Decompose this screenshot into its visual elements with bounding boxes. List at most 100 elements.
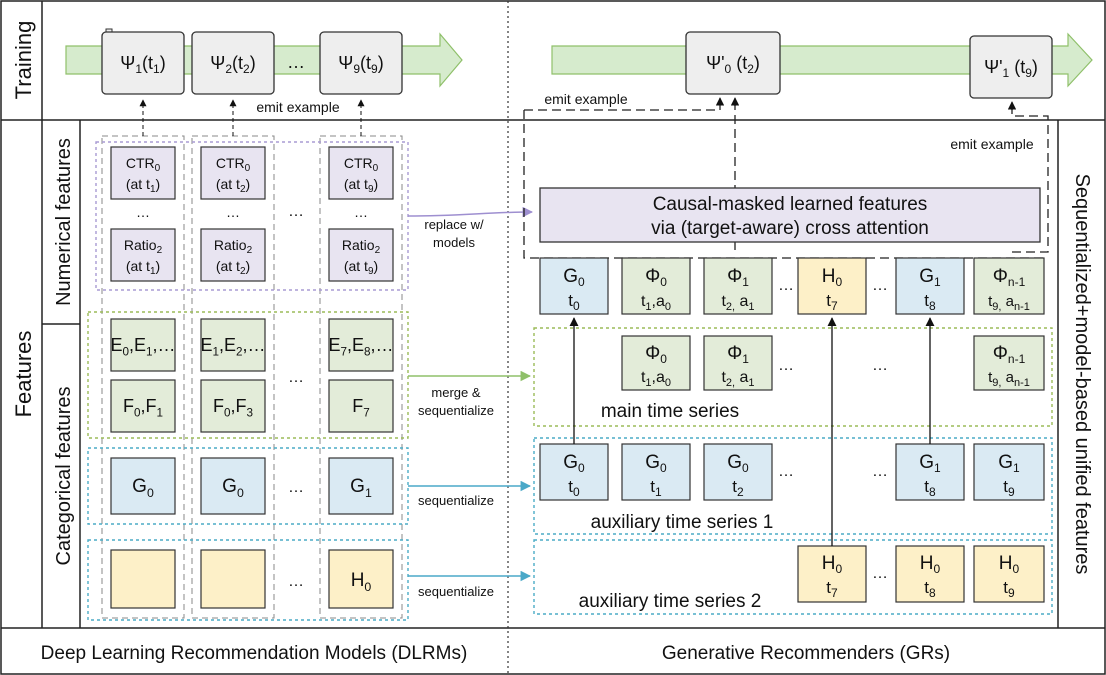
training-label: Training [11, 21, 36, 100]
transform-arrows [407, 206, 534, 582]
main-phi0: Φ0 t1,a0 [621, 335, 691, 391]
svg-text:Ψ1(t1): Ψ1(t1) [120, 53, 165, 76]
svg-text:…: … [872, 277, 888, 294]
svg-text:Ratio2: Ratio2 [214, 237, 253, 256]
right-emit-example-side: emit example [950, 136, 1033, 152]
unified-row: G0 t0 Φ0 t1,a0 Φ1 t2, a1 … H0 t7 … G1 t8… [539, 257, 1045, 315]
e-cell-text-1: E0,E1,… [110, 335, 175, 359]
svg-text:Ψ'1 (t9): Ψ'1 (t9) [984, 57, 1038, 80]
svg-text:Causal-masked learned features: Causal-masked learned features [653, 194, 928, 215]
aux-series-1-outline [533, 437, 1053, 535]
svg-text:t7: t7 [826, 291, 838, 313]
right-emit-example-top: emit example [544, 91, 627, 107]
svg-text:(at t1): (at t1) [126, 176, 160, 195]
aux1-g1-t8: G1 t8 [895, 443, 965, 501]
main-series-row: Φ0 t1,a0 Φ1 t2, a1 … … Φn-1 t9, an-1 [621, 335, 1045, 391]
unified-h0-t7: H0 t7 [797, 257, 867, 315]
aux-series-2-row: H0 t7 … H0 t8 H0 t9 [797, 545, 1045, 603]
unified-g1-t8: G1 t8 [895, 257, 965, 315]
numerical-cells: CTR0 (at t1) … Ratio2 (at t1) CTR0 (at t… [110, 146, 394, 282]
svg-text:t0: t0 [568, 291, 580, 313]
unified-phi0: Φ0 t1,a0 [621, 257, 691, 315]
e-cell-3 [328, 318, 394, 372]
aux1-g1-t9: G1 t9 [973, 443, 1045, 501]
e-cell-text-2: E1,E2,… [200, 335, 265, 359]
g-cell-2 [200, 457, 266, 515]
merge-label-2: sequentialize [418, 403, 494, 418]
gr-caption: Generative Recommenders (GRs) [662, 643, 950, 664]
aux1-g0-t1: G0 t1 [621, 443, 691, 501]
replace-arrow [407, 206, 534, 218]
categorical-h-cells: H0 [110, 549, 394, 609]
h-cell-2 [200, 549, 266, 609]
aux-series-1-label: auxiliary time series 1 [591, 512, 774, 533]
svg-text:Ratio2: Ratio2 [124, 237, 163, 256]
training-box-psi9: Ψ9(t9) [319, 31, 403, 95]
seq-label-1: sequentialize [418, 493, 494, 508]
merge-label-1: merge & [431, 385, 480, 400]
left-emit-example: emit example [256, 99, 339, 115]
g-cell-text-2: G0 [222, 476, 244, 500]
f-cell-text-2: F0,F3 [213, 396, 253, 420]
aux-series-2-label: auxiliary time series 2 [579, 591, 762, 612]
f-cell-text-3: F7 [352, 396, 370, 420]
categorical-features-label: Categorical features [53, 387, 75, 566]
svg-text:t8: t8 [924, 578, 936, 600]
numerical-cell-col9: CTR0 (at t9) … Ratio2 (at t9) [328, 146, 394, 282]
f-cell-2 [200, 379, 266, 433]
svg-text:t9: t9 [1003, 477, 1015, 499]
aux-series-2-outline [533, 539, 1053, 615]
svg-text:…: … [226, 204, 240, 220]
vertical-flow-arrows [569, 317, 935, 546]
training-box-psi2: Ψ2(t2) [191, 31, 275, 95]
h-ellipsis: … [288, 573, 304, 590]
svg-text:…: … [872, 565, 888, 582]
seq-label-2: sequentialize [418, 584, 494, 599]
main-phi1: Φ1 t2, a1 [703, 335, 773, 391]
aux-series-1-row: G0 t0 G0 t1 G0 t2 … … G1 t8 G1 t9 [539, 443, 1045, 501]
training-box-psi1-prime: Ψ'1 (t9) [969, 35, 1053, 99]
svg-text:Ψ9(t9): Ψ9(t9) [338, 53, 383, 76]
unified-features-label: Sequentialized+model-based unified featu… [1071, 174, 1093, 575]
svg-text:(at t1): (at t1) [126, 258, 160, 277]
svg-text:CTR0: CTR0 [344, 155, 379, 174]
main-series-outline [533, 327, 1053, 427]
g-ellipsis: … [288, 479, 304, 496]
svg-text:Ψ'0 (t2): Ψ'0 (t2) [706, 53, 760, 76]
svg-text:t9: t9 [1003, 578, 1015, 600]
svg-text:Ratio2: Ratio2 [342, 237, 381, 256]
svg-text:…: … [778, 463, 794, 480]
f-cell-3 [328, 379, 394, 433]
left-training-boxes: Ψ1(t1) Ψ2(t2) … Ψ9(t9) [101, 28, 403, 95]
replace-label-2: models [433, 235, 475, 250]
svg-text:…: … [872, 463, 888, 480]
training-box-psi0-prime: Ψ'0 (t2) [685, 31, 781, 95]
f-cell-1 [110, 379, 176, 433]
features-label: Features [11, 331, 36, 418]
aux2-h0-t9: H0 t9 [973, 545, 1045, 603]
aux2-h0-t7: H0 t7 [797, 545, 867, 603]
h-cell-3 [328, 549, 394, 609]
right-training-boxes: Ψ'0 (t2) Ψ'1 (t9) [685, 31, 1053, 99]
svg-text:…: … [778, 277, 794, 294]
aux1-g0-t0: G0 t0 [539, 443, 609, 501]
h-cell-1 [110, 549, 176, 609]
numerical-cell-col1: CTR0 (at t1) … Ratio2 (at t1) [110, 146, 176, 282]
svg-text:(at t9): (at t9) [344, 176, 378, 195]
f-cell-text-1: F0,F1 [123, 396, 163, 420]
replace-label-1: replace w/ [424, 217, 484, 232]
categorical-h-group-outline [87, 539, 409, 621]
g-cell-text-3: G1 [350, 476, 372, 500]
svg-text:t0: t0 [568, 477, 580, 499]
g-cell-3 [328, 457, 394, 515]
training-box-psi1: Ψ1(t1) [101, 28, 185, 95]
dlrm-caption: Deep Learning Recommendation Models (DLR… [41, 643, 468, 664]
g-cell-1 [110, 457, 176, 515]
svg-text:t7: t7 [826, 578, 838, 600]
right-emit-frame [523, 110, 1048, 259]
aux2-h0-t8: H0 t8 [895, 545, 965, 603]
svg-text:…: … [778, 357, 794, 374]
